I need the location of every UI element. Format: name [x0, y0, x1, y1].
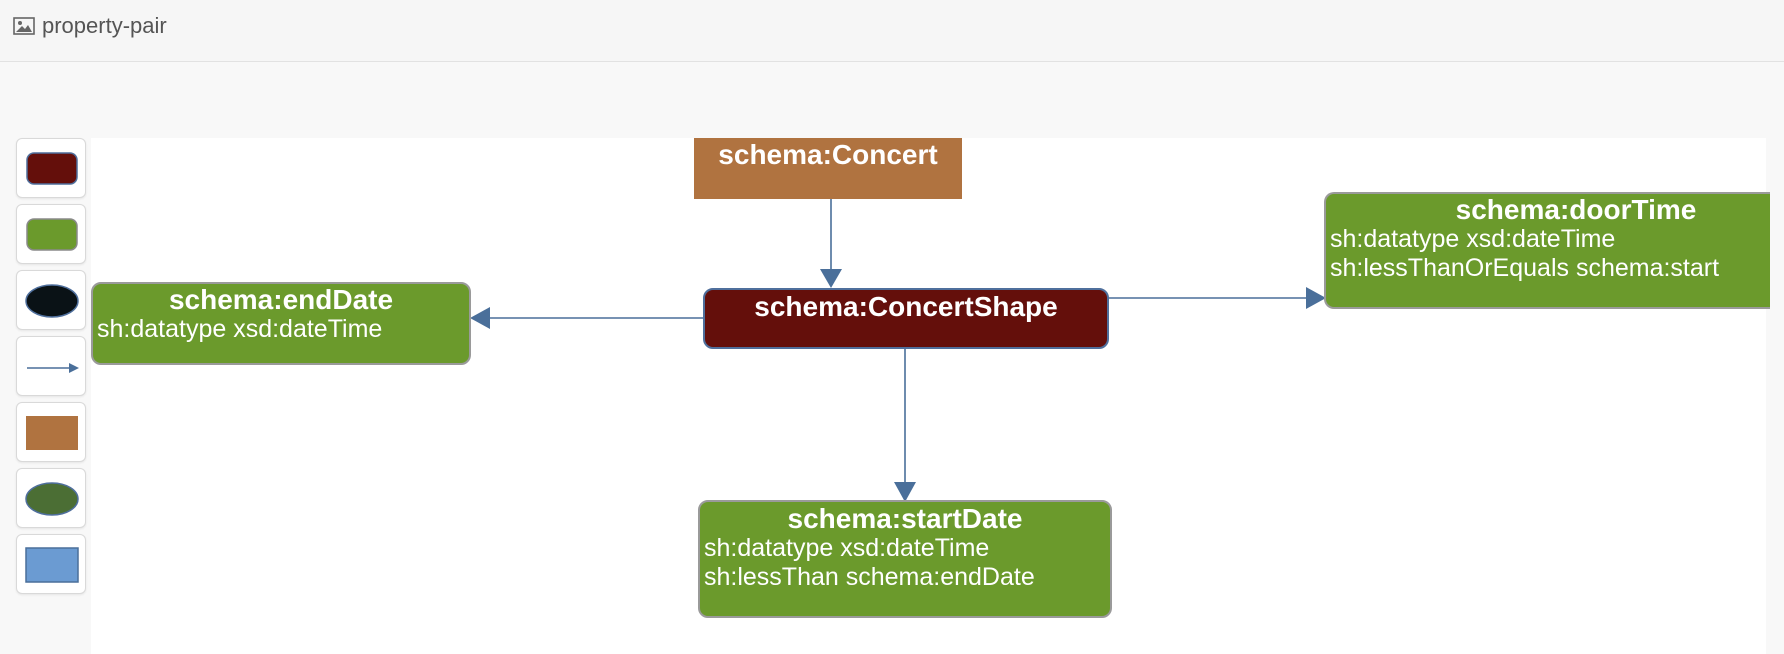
palette-shape-node[interactable] — [16, 138, 86, 198]
node-door-time[interactable]: schema:doorTime sh:datatype xsd:dateTime… — [1324, 192, 1770, 309]
palette-class-node[interactable] — [16, 402, 86, 462]
ellipse-icon — [25, 284, 79, 318]
node-constraint: sh:datatype xsd:dateTime — [704, 534, 990, 562]
node-constraint: sh:lessThan schema:endDate — [704, 563, 1035, 591]
node-start-date[interactable]: schema:startDate sh:datatype xsd:dateTim… — [698, 500, 1112, 618]
node-constraint: sh:datatype xsd:dateTime — [1330, 225, 1616, 253]
image-icon — [13, 17, 35, 35]
node-title: schema:doorTime — [1455, 194, 1697, 225]
rounded-rect-icon — [26, 152, 78, 185]
node-concert[interactable]: schema:Concert — [694, 138, 962, 199]
arrow-icon — [27, 363, 79, 373]
node-title: schema:endDate — [168, 284, 394, 315]
node-end-date[interactable]: schema:endDate sh:datatype xsd:dateTime — [91, 282, 471, 365]
rect-icon — [25, 547, 79, 583]
rect-icon — [26, 416, 78, 450]
palette-property-node[interactable] — [16, 204, 86, 264]
node-constraint: sh:lessThanOrEquals schema:start — [1330, 254, 1720, 282]
palette-black-ellipse[interactable] — [16, 270, 86, 330]
header-bar: property-pair — [0, 0, 1784, 62]
page-title: property-pair — [42, 13, 167, 38]
palette-green-ellipse[interactable] — [16, 468, 86, 528]
palette-blue-rect[interactable] — [16, 534, 86, 594]
rounded-rect-icon — [26, 218, 78, 251]
ellipse-icon — [25, 482, 79, 516]
palette-edge[interactable] — [16, 336, 86, 396]
node-constraint: sh:datatype xsd:dateTime — [97, 315, 383, 343]
node-title: schema:startDate — [787, 503, 1023, 534]
node-title: schema:ConcertShape — [754, 291, 1058, 322]
node-concert-shape[interactable]: schema:ConcertShape — [703, 288, 1109, 349]
node-title: schema:Concert — [718, 139, 938, 170]
